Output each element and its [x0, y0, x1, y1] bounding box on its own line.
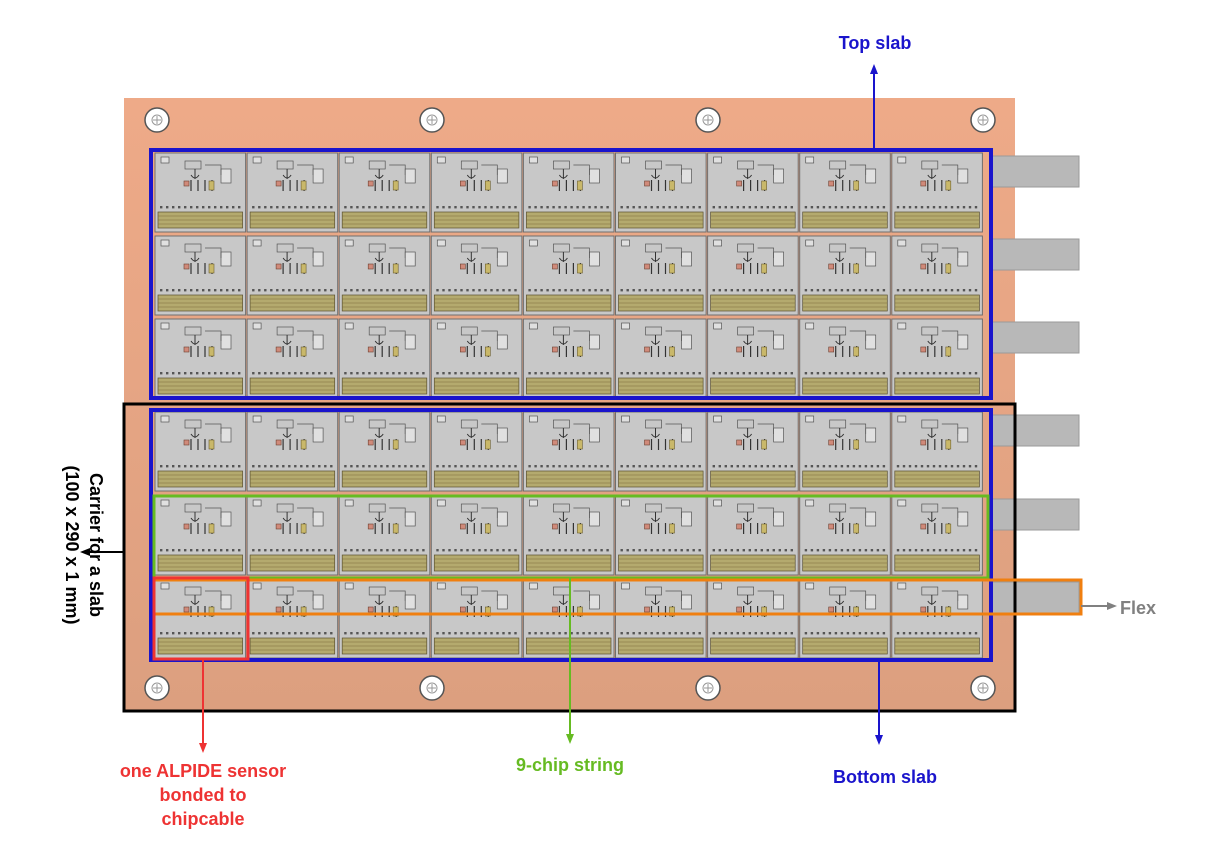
- flex-cable: [990, 582, 1079, 613]
- alpide-chip: [246, 235, 339, 316]
- sensor-arrow: [199, 659, 207, 753]
- alpide-chip: [707, 411, 799, 492]
- alpide-chip: [615, 495, 707, 576]
- alpide-chip: [338, 578, 431, 659]
- alpide-chip: [246, 495, 339, 576]
- alpide-chip: [522, 411, 615, 492]
- sensor-label-line2: bonded to: [159, 785, 247, 805]
- alpide-chip: [154, 411, 247, 492]
- alpide-chip: [430, 495, 523, 576]
- sensor-label-line3: chipcable: [161, 809, 245, 829]
- bottom-slab-label: Bottom slab: [832, 767, 937, 787]
- sensor-label-line1: one ALPIDE sensor: [119, 761, 287, 781]
- alpide-chip: [799, 318, 891, 399]
- alpide-chip: [154, 578, 247, 659]
- alpide-chip: [799, 495, 891, 576]
- alpide-chip: [615, 235, 707, 316]
- alpide-chip: [891, 495, 983, 576]
- alpide-chip: [891, 578, 983, 659]
- alpide-chip: [430, 318, 523, 399]
- chip-grid: [154, 152, 983, 659]
- alpide-chip: [430, 578, 523, 659]
- flex-cable: [990, 239, 1079, 270]
- carrier-label-line1: Carrier for a slab: [86, 472, 106, 618]
- alpide-chip: [154, 235, 247, 316]
- alpide-chip: [522, 318, 615, 399]
- alpide-chip: [707, 578, 799, 659]
- flex-cable: [990, 415, 1079, 446]
- alpide-chip: [799, 152, 891, 233]
- alpide-chip: [615, 411, 707, 492]
- alpide-chip: [522, 578, 615, 659]
- alpide-chip: [154, 495, 247, 576]
- alpide-chip: [891, 235, 983, 316]
- alpide-chip: [707, 495, 799, 576]
- flex-cable: [990, 156, 1079, 187]
- alpide-chip: [522, 235, 615, 316]
- screw-holes: [144, 107, 996, 701]
- alpide-chip: [891, 152, 983, 233]
- chip-string-arrow: [566, 578, 574, 744]
- alpide-chip: [154, 318, 247, 399]
- alpide-chip: [430, 411, 523, 492]
- sensor-outline: [152, 576, 250, 661]
- carrier-label-line2: (100 x 290 x 1 mm): [62, 465, 82, 625]
- top-slab-arrow: [870, 64, 878, 150]
- flex-label: Flex: [1120, 598, 1157, 618]
- alpide-chip: [799, 235, 891, 316]
- alpide-chip: [338, 152, 431, 233]
- alpide-chip: [338, 318, 431, 399]
- alpide-chip: [154, 152, 247, 233]
- alpide-chip: [707, 152, 799, 233]
- chip-string-label: 9-chip string: [515, 755, 624, 775]
- alpide-chip: [615, 318, 707, 399]
- alpide-chip: [246, 411, 339, 492]
- screw-hole: [970, 675, 996, 701]
- alpide-chip: [799, 578, 891, 659]
- flex-arrow: [1081, 602, 1117, 610]
- flex-cable: [990, 322, 1079, 353]
- screw-hole: [695, 675, 721, 701]
- flex-cable: [990, 499, 1079, 530]
- alpide-chip: [615, 578, 707, 659]
- carrier-label: Carrier for a slab (100 x 290 x 1 mm): [60, 405, 108, 685]
- alpide-chip: [707, 235, 799, 316]
- bottom-slab-arrow: [875, 660, 883, 745]
- sensor-label: one ALPIDE sensor bonded to chipcable: [88, 759, 318, 831]
- screw-hole: [419, 107, 445, 133]
- alpide-chip: [338, 411, 431, 492]
- screw-hole: [144, 675, 170, 701]
- alpide-chip: [522, 495, 615, 576]
- screw-hole: [695, 107, 721, 133]
- alpide-chip: [891, 411, 983, 492]
- carrier-arrow: [80, 548, 124, 556]
- flex-cables: [989, 155, 1080, 614]
- alpide-chip: [338, 235, 431, 316]
- alpide-chip: [891, 318, 983, 399]
- alpide-chip: [615, 152, 707, 233]
- screw-hole: [419, 675, 445, 701]
- alpide-chip: [430, 152, 523, 233]
- alpide-chip: [430, 235, 523, 316]
- alpide-chip: [522, 152, 615, 233]
- alpide-chip: [246, 152, 339, 233]
- screw-hole: [144, 107, 170, 133]
- alpide-chip: [707, 318, 799, 399]
- top-slab-label: Top slab: [838, 33, 912, 53]
- alpide-chip: [246, 578, 339, 659]
- top-slab-outline: [149, 148, 993, 400]
- alpide-chip: [799, 411, 891, 492]
- alpide-chip: [246, 318, 339, 399]
- alpide-chip: [338, 495, 431, 576]
- screw-hole: [970, 107, 996, 133]
